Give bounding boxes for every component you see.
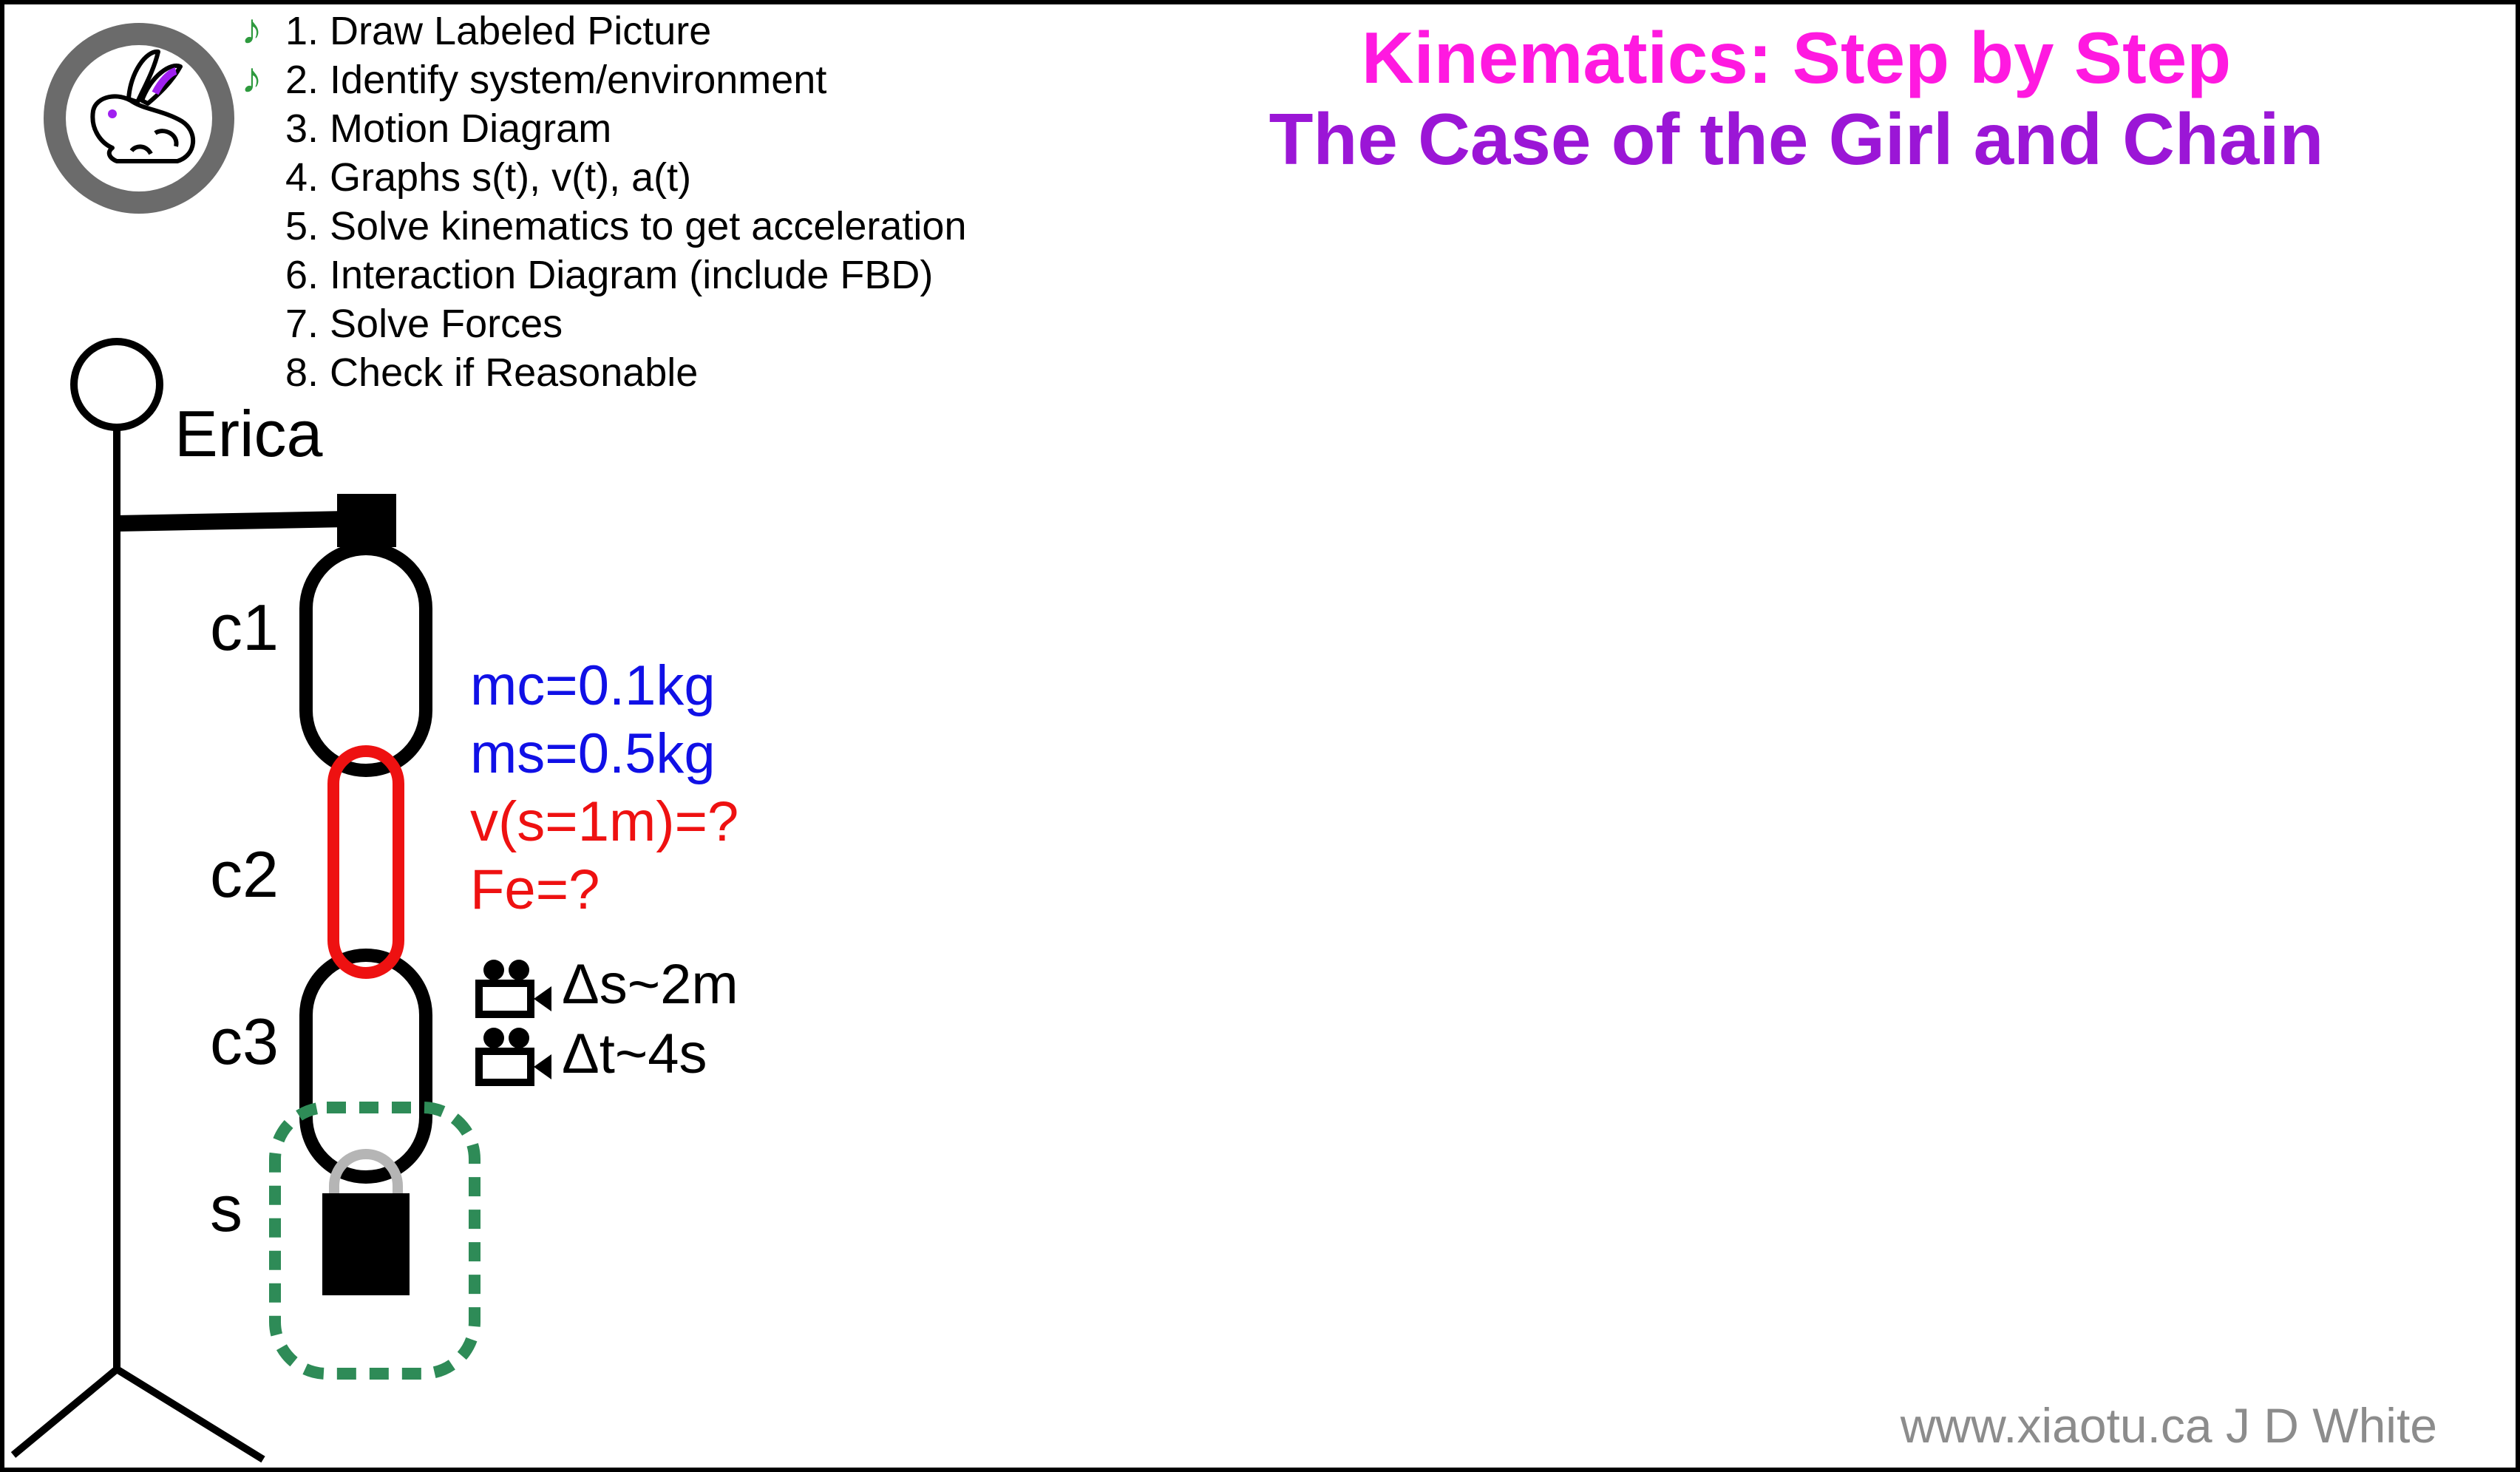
step-1: 1. Draw Labeled Picture bbox=[285, 9, 712, 53]
music-note-icon: ♪ bbox=[241, 5, 262, 53]
chain-link-c2 bbox=[327, 745, 404, 979]
video-camera-icon bbox=[475, 960, 551, 1018]
rabbit-icon bbox=[44, 23, 234, 214]
title-line-1: Kinematics: Step by Step bbox=[1361, 17, 2232, 98]
label-c3: c3 bbox=[210, 1005, 279, 1078]
padlock-body bbox=[322, 1193, 410, 1295]
step-3: 3. Motion Diagram bbox=[285, 106, 612, 151]
chain-link-c3 bbox=[299, 949, 432, 1184]
padlock-shackle bbox=[329, 1149, 403, 1195]
given-mass-padlock: ms=0.5kg bbox=[470, 722, 716, 785]
system-boundary bbox=[269, 1102, 480, 1380]
step-8: 8. Check if Reasonable bbox=[285, 350, 699, 395]
step-5: 5. Solve kinematics to get acceleration bbox=[285, 204, 967, 248]
video-camera-icon bbox=[475, 1028, 551, 1086]
watermark: www.xiaotu.ca J D White bbox=[1900, 1398, 2437, 1453]
label-c2: c2 bbox=[210, 838, 279, 911]
step-7: 7. Solve Forces bbox=[285, 302, 563, 346]
label-s: s bbox=[210, 1172, 242, 1245]
label-c1: c1 bbox=[210, 591, 279, 664]
estimate-time: Δt~4s bbox=[562, 1022, 707, 1085]
estimate-displacement: Δs~2m bbox=[562, 953, 738, 1016]
chain-link-c1 bbox=[299, 542, 432, 777]
title-line-2: The Case of the Girl and Chain bbox=[1269, 98, 2324, 180]
step-6: 6. Interaction Diagram (include FBD) bbox=[285, 253, 934, 297]
step-2: 2. Identify system/environment bbox=[285, 58, 827, 102]
hand-block bbox=[337, 494, 396, 547]
given-mass-chain: mc=0.1kg bbox=[470, 654, 716, 717]
label-erica: Erica bbox=[174, 397, 323, 470]
music-note-icon: ♪ bbox=[241, 54, 262, 102]
step-4: 4. Graphs s(t), v(t), a(t) bbox=[285, 155, 692, 200]
unknown-velocity: v(s=1m)=? bbox=[470, 790, 739, 853]
unknown-force: Fe=? bbox=[470, 858, 600, 921]
stick-figure-erica bbox=[10, 338, 348, 1463]
